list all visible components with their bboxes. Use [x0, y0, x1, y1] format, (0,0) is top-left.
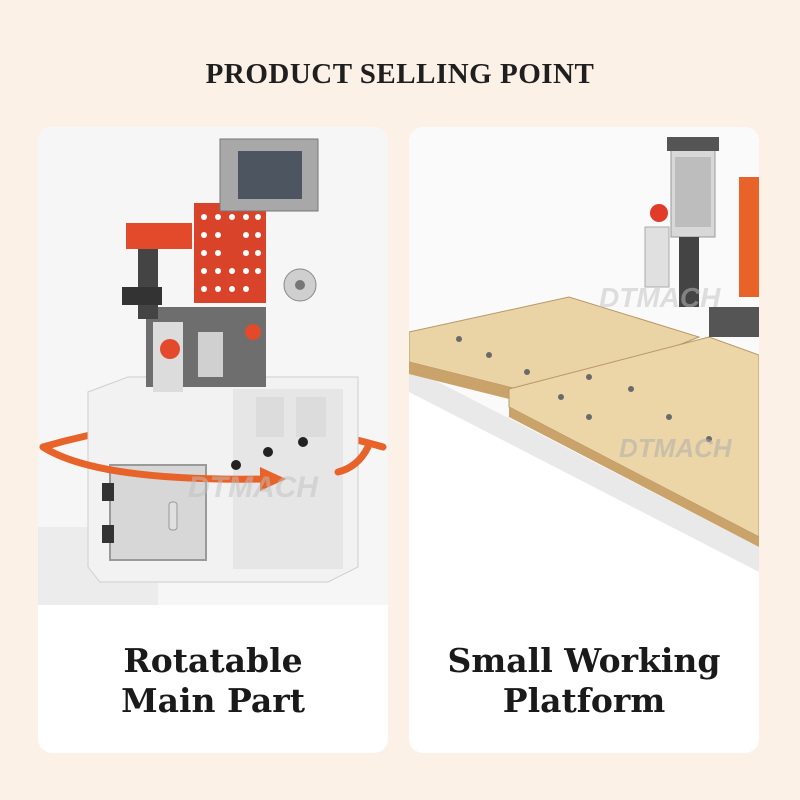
page-title: PRODUCT SELLING POINT — [205, 58, 595, 90]
caption-line-2: Main Part — [121, 681, 305, 720]
watermark-text: DTMACH — [599, 282, 721, 313]
product-photo-rotatable-machine: DTMACH — [38, 127, 388, 605]
watermark-text: DTMACH — [188, 471, 319, 504]
feature-card-rotatable: DTMACH Rotatable Main Part — [38, 127, 388, 753]
caption-line-1: Small Working — [447, 641, 721, 680]
feature-caption: Small Working Platform — [409, 641, 759, 721]
feature-card-platform: DTMACH DTMACH Small Working Platform — [409, 127, 759, 753]
feature-caption: Rotatable Main Part — [38, 641, 388, 721]
product-photo-working-platform: DTMACH DTMACH — [409, 127, 759, 605]
caption-line-2: Platform — [502, 681, 666, 720]
watermark-text: DTMACH — [619, 433, 733, 463]
caption-line-1: Rotatable — [123, 641, 303, 680]
